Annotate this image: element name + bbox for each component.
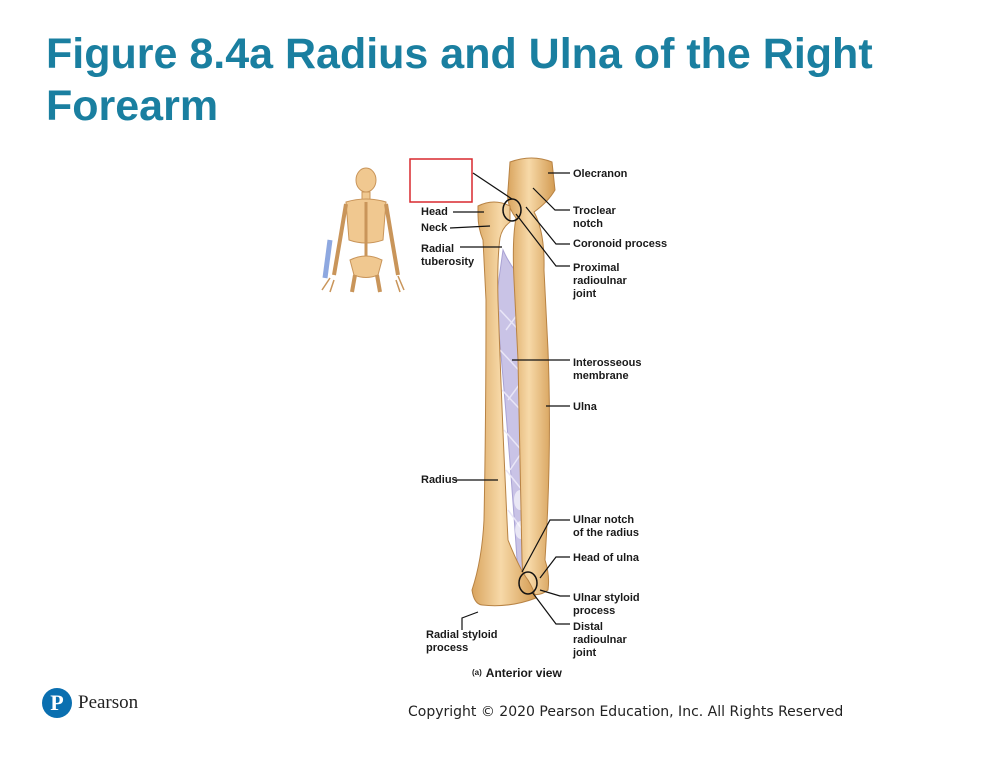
label-ulnar-notch: Ulnar notch of the radius xyxy=(573,514,640,539)
ulna-bone xyxy=(507,157,556,596)
skeleton-thumbnail-icon xyxy=(321,167,405,293)
label-distal-radioulnar-joint: Distal radioulnar joint xyxy=(573,621,627,659)
caption-text: Anterior view xyxy=(485,666,562,680)
label-radius: Radius xyxy=(421,474,458,486)
label-radial-styloid-process: Radial styloid process xyxy=(426,629,498,654)
label-olecranon: Olecranon xyxy=(573,168,628,180)
caption-letter: (a) xyxy=(472,668,482,677)
label-radial-tuberosity: Radial tuberosity xyxy=(421,243,475,268)
pearson-logo: P Pearson xyxy=(42,687,138,719)
label-head-of-ulna: Head of ulna xyxy=(573,552,640,564)
copyright-notice: Copyright © 2020 Pearson Education, Inc.… xyxy=(408,704,844,720)
slide-title: Figure 8.4a Radius and Ulna of the Right… xyxy=(46,30,873,130)
pearson-logo-text: Pearson xyxy=(78,692,139,713)
label-trochlear-notch: Troclear notch xyxy=(573,205,616,230)
label-interosseous-membrane: Interosseous membrane xyxy=(573,357,642,382)
label-ulna: Ulna xyxy=(573,401,597,413)
label-head: Head xyxy=(421,206,448,218)
pearson-logo-icon: P xyxy=(42,688,72,718)
highlight-box xyxy=(409,158,473,203)
label-ulnar-styloid-process: Ulnar styloid process xyxy=(573,592,640,617)
label-neck: Neck xyxy=(421,222,448,234)
label-coronoid-process: Coronoid process xyxy=(573,238,668,250)
label-proximal-radioulnar-joint: Proximal radioulnar joint xyxy=(573,262,627,300)
leader-lines xyxy=(449,172,570,630)
figure-caption: (a)Anterior view xyxy=(472,666,562,680)
distal-joint-circle xyxy=(518,571,538,595)
